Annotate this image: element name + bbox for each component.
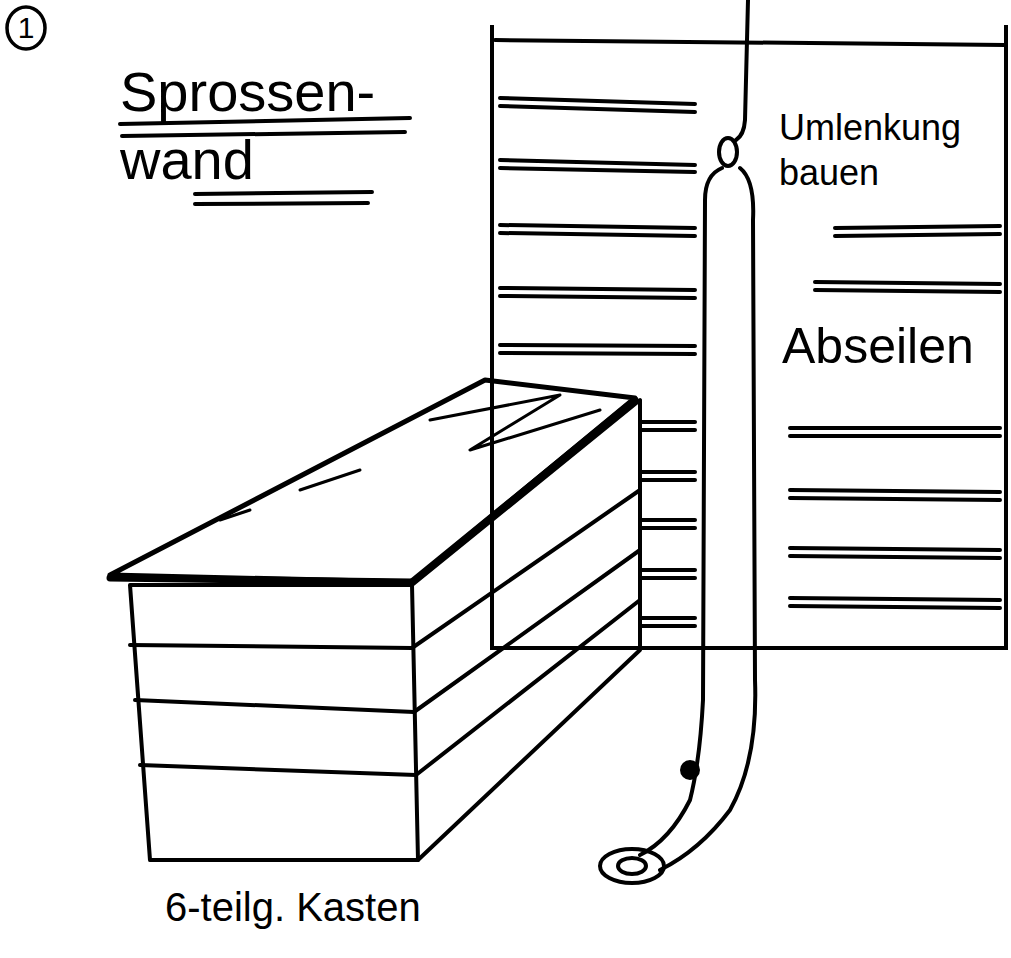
- diagram-title: Sprossen- wand: [120, 58, 405, 194]
- wall-note: Abseilen: [782, 315, 1002, 378]
- callout-circle: 1: [4, 4, 48, 52]
- vaulting-box: [110, 380, 640, 860]
- part-label: 6-teilg. Kasten: [165, 885, 545, 930]
- wall-bars: Umlenkung bauenAbseilen: [490, 25, 1008, 650]
- callout-number: 1: [4, 9, 48, 47]
- wall-note: Umlenkung bauen: [779, 105, 994, 195]
